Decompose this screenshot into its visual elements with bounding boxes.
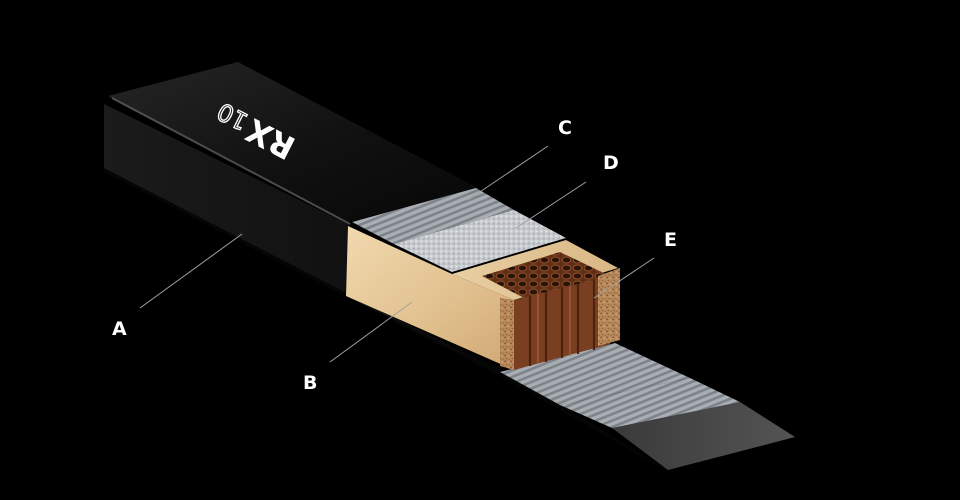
particle-sidewall-right (598, 268, 620, 346)
metal-top-layer (352, 188, 514, 244)
leader-line-d (515, 181, 587, 229)
particle-sidewall-left (500, 298, 514, 370)
shell-top-surface (108, 62, 478, 222)
upper-metal-strip (500, 343, 690, 405)
leader-line-e (593, 257, 655, 299)
ski-bottom-edge (104, 166, 672, 474)
callout-c: C (558, 117, 572, 139)
wood-core-face (346, 226, 514, 370)
callout-d: D (603, 152, 619, 174)
leader-line-b (329, 301, 413, 363)
shell-side-surface (104, 104, 500, 372)
callout-b: B (303, 372, 317, 394)
callout-a: A (112, 318, 127, 340)
foil-layer (394, 210, 566, 272)
callout-e: E (664, 229, 677, 251)
leader-lines (139, 145, 655, 363)
lower-metal-strip (560, 378, 740, 428)
leader-line-c (467, 145, 549, 201)
leader-line-a (139, 233, 243, 309)
base-layer (612, 402, 795, 470)
honeycomb-ribs (528, 280, 596, 366)
honeycomb-top (482, 252, 610, 300)
shell-highlight (111, 97, 351, 225)
